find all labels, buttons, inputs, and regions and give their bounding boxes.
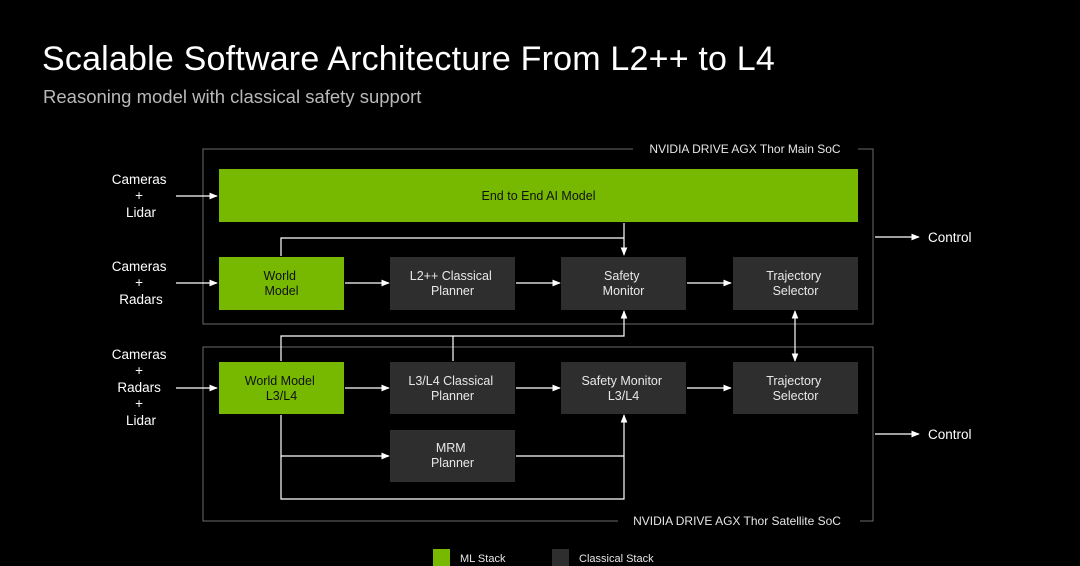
svg-text:MRM Planner: MRM Planner	[431, 441, 474, 470]
main-soc-label: NVIDIA DRIVE AGX Thor Main SoC	[649, 142, 841, 156]
page-title: Scalable Software Architecture From L2++…	[42, 40, 776, 78]
svg-text:World Model L3/L4: World Model L3/L4	[245, 374, 318, 403]
satellite-soc-frame	[202, 346, 874, 522]
legend-classical-swatch	[552, 549, 569, 566]
svg-text:World Model: World Model	[264, 269, 300, 298]
svg-text:Trajectory Selector: Trajectory Selector	[766, 374, 825, 403]
svg-text:Safety Monitor L3/L4: Safety Monitor L3/L4	[581, 374, 665, 403]
box-world-model: World Model	[219, 257, 344, 310]
box-safety-monitor: Safety Monitor	[561, 257, 686, 310]
box-trajectory-selector-satellite: Trajectory Selector	[733, 362, 858, 414]
legend: ML Stack Classical Stack	[433, 549, 654, 566]
connector-lines	[176, 192, 920, 500]
box-end-to-end-ai-model: End to End AI Model	[219, 169, 858, 222]
main-soc-frame	[202, 148, 874, 325]
svg-text:Trajectory Selector: Trajectory Selector	[766, 269, 825, 298]
svg-text:L3/L4 Classical Planner: L3/L4 Classical Planner	[408, 374, 496, 403]
arrow-world3-to-mrm	[280, 415, 390, 460]
arrow-world3-loop-to-safety3	[280, 414, 628, 500]
box-l3l4-classical-planner: L3/L4 Classical Planner	[390, 362, 515, 414]
input-cameras-radars-lidar: Cameras + Radars + Lidar	[112, 347, 171, 428]
box-l2-classical-planner: L2++ Classical Planner	[390, 257, 515, 310]
output-control-satellite: Control	[928, 427, 972, 442]
box-mrm-planner: MRM Planner	[390, 430, 515, 482]
page-subtitle: Reasoning model with classical safety su…	[43, 86, 422, 107]
input-cameras-lidar: Cameras + Lidar	[112, 172, 171, 220]
legend-classical-label: Classical Stack	[579, 553, 654, 565]
legend-ml-label: ML Stack	[460, 553, 506, 565]
input-cameras-radars: Cameras + Radars	[112, 259, 171, 307]
svg-text:Safety Monitor: Safety Monitor	[603, 269, 645, 298]
arrow-world-loop-to-safety	[280, 237, 628, 256]
box-trajectory-selector-main: Trajectory Selector	[733, 257, 858, 310]
box-world-model-l3l4: World Model L3/L4	[219, 362, 344, 414]
svg-text:L2++ Classical Planner: L2++ Classical Planner	[410, 269, 495, 298]
output-control-main: Control	[928, 230, 972, 245]
satellite-soc-label: NVIDIA DRIVE AGX Thor Satellite SoC	[633, 514, 841, 528]
legend-ml-swatch	[433, 549, 450, 566]
box-safety-monitor-l3l4: Safety Monitor L3/L4	[561, 362, 686, 414]
svg-text:End to End AI Model: End to End AI Model	[482, 189, 596, 203]
